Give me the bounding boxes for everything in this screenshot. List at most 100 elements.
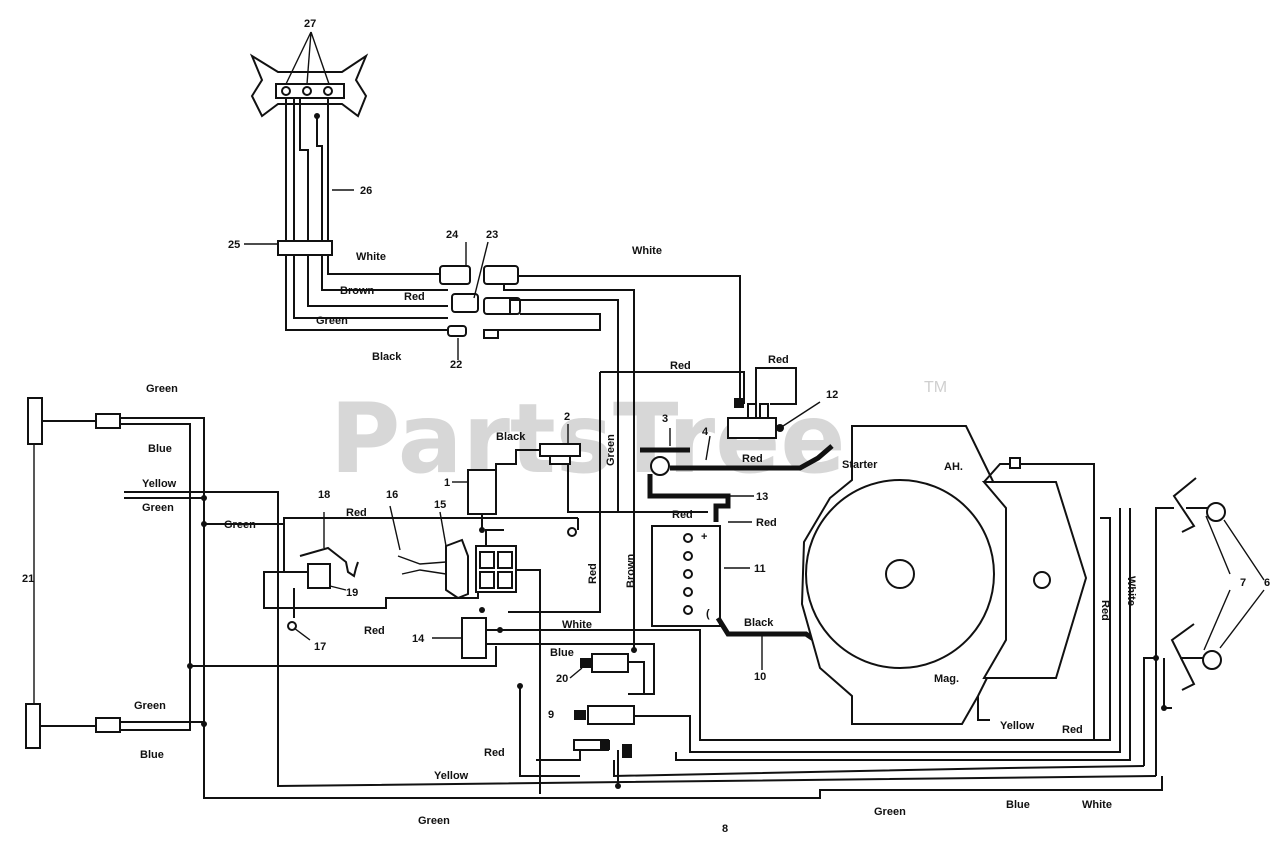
callout-27: 27 [304,18,316,30]
red-wire-top [600,371,745,404]
label-brown-vertical: Brown [625,554,637,589]
brown-wire [503,284,635,650]
yellow-wire-left [124,491,1157,788]
label-white-right-top: White [632,245,662,257]
black-loop [498,313,601,331]
callout-23: 23 [486,229,498,241]
callout-7: 7 [1240,577,1246,589]
callout-8: 8 [722,823,728,835]
callout-14: 14 [412,633,425,645]
label-brown-top: Brown [340,285,375,297]
label-red-bottom-center: Red [484,747,505,759]
label-ah: AH. [944,461,963,473]
label-white-top: White [356,251,386,263]
callout-10: 10 [754,671,766,683]
battery-11: + ( [651,521,820,670]
callout-13: 13 [756,491,768,503]
engine-block [800,425,1095,725]
engine-label-group: Starter AH. Mag. [842,459,963,685]
label-blue-mid: Blue [550,647,574,659]
red-wire-vertical [508,372,601,613]
switch-2 [495,424,708,513]
fuse-1 [452,469,497,530]
label-green-left-branch: Green [224,519,256,531]
callout-21: 21 [22,573,34,585]
label-green-left-mid: Green [142,502,174,514]
label-starter: Starter [842,459,878,471]
label-blue-left-bottom: Blue [140,749,164,761]
label-red-right: Red [1062,724,1083,736]
label-red-lower-left: Red [364,625,385,637]
label-black-10: Black [744,617,774,629]
label-green-vertical: Green [605,434,617,466]
harness-26 [244,98,448,331]
label-green-left-bottom: Green [134,700,166,712]
label-mag: Mag. [934,673,959,685]
svg-text:+: + [701,531,707,543]
label-green-top: Green [316,315,348,327]
yellow-engine-wire [977,696,990,721]
label-red-11: Red [756,517,777,529]
label-red-right-vertical: Red [1099,600,1111,621]
callout-25: 25 [228,239,240,251]
label-red-13: Red [672,509,693,521]
light-switch-18 [263,512,479,641]
battery-cable-4 [640,428,834,522]
label-red-switch: Red [768,354,789,366]
label-black-center: Black [496,431,526,443]
label-red-engine: Red [742,453,763,465]
label-red-left-branch: Red [346,507,367,519]
callout-26: 26 [360,185,372,197]
callout-24: 24 [446,229,459,241]
lower-left-wire [190,646,497,667]
engine-wire-b [1007,765,1145,769]
label-white-right-vertical: White [1125,576,1137,606]
callout-3: 3 [662,413,668,425]
callout-15: 15 [434,499,446,511]
callout-11: 11 [754,563,766,575]
callout-18: 18 [318,489,330,501]
junction-dots [187,495,1167,789]
green-bottom-wire [203,724,1163,799]
callout-2: 2 [564,411,570,423]
lamp-15 [389,505,469,600]
label-yellow-left: Yellow [142,478,177,490]
label-red-top: Red [404,291,425,303]
label-white-bottom-right: White [1082,799,1112,811]
ignition-connector-27 [249,31,369,119]
callout-group: 27 26 25 24 23 22 2 3 4 12 13 11 10 1 18… [22,18,1270,835]
label-red-upper-mid: Red [670,360,691,372]
solenoid-12 [727,367,821,439]
module-9 [536,508,1121,786]
label-red-vertical: Red [587,563,599,584]
green-red-branch [204,517,578,525]
label-green-bottom-right: Green [874,806,906,818]
headlights-7 [1143,477,1265,776]
label-black-top: Black [372,351,402,363]
label-green-bottom: Green [418,815,450,827]
callout-17: 17 [314,641,326,653]
relay-block [475,529,541,794]
callout-6: 6 [1264,577,1270,589]
callout-4: 4 [702,426,709,438]
left-lights-21 [25,397,205,749]
label-blue-bottom-right: Blue [1006,799,1030,811]
label-green-left-top: Green [146,383,178,395]
module-20 [519,653,645,777]
callout-1: 1 [444,477,450,489]
engine-wire-a [675,508,1131,761]
callout-9: 9 [548,709,554,721]
label-blue-left-top: Blue [148,443,172,455]
label-yellow-bottom-center: Yellow [434,770,469,782]
callout-20: 20 [556,673,568,685]
label-yellow-right: Yellow [1000,720,1035,732]
callout-22: 22 [450,359,462,371]
watermark-trademark: TM [924,379,947,396]
callout-19: 19 [346,587,358,599]
callout-12: 12 [826,389,838,401]
svg-text:(: ( [706,608,710,620]
wire-label-group: White Brown Red Green Black White Red Re… [134,245,1137,827]
connectors-22-24 [439,241,521,360]
white-wire-top [518,275,741,404]
